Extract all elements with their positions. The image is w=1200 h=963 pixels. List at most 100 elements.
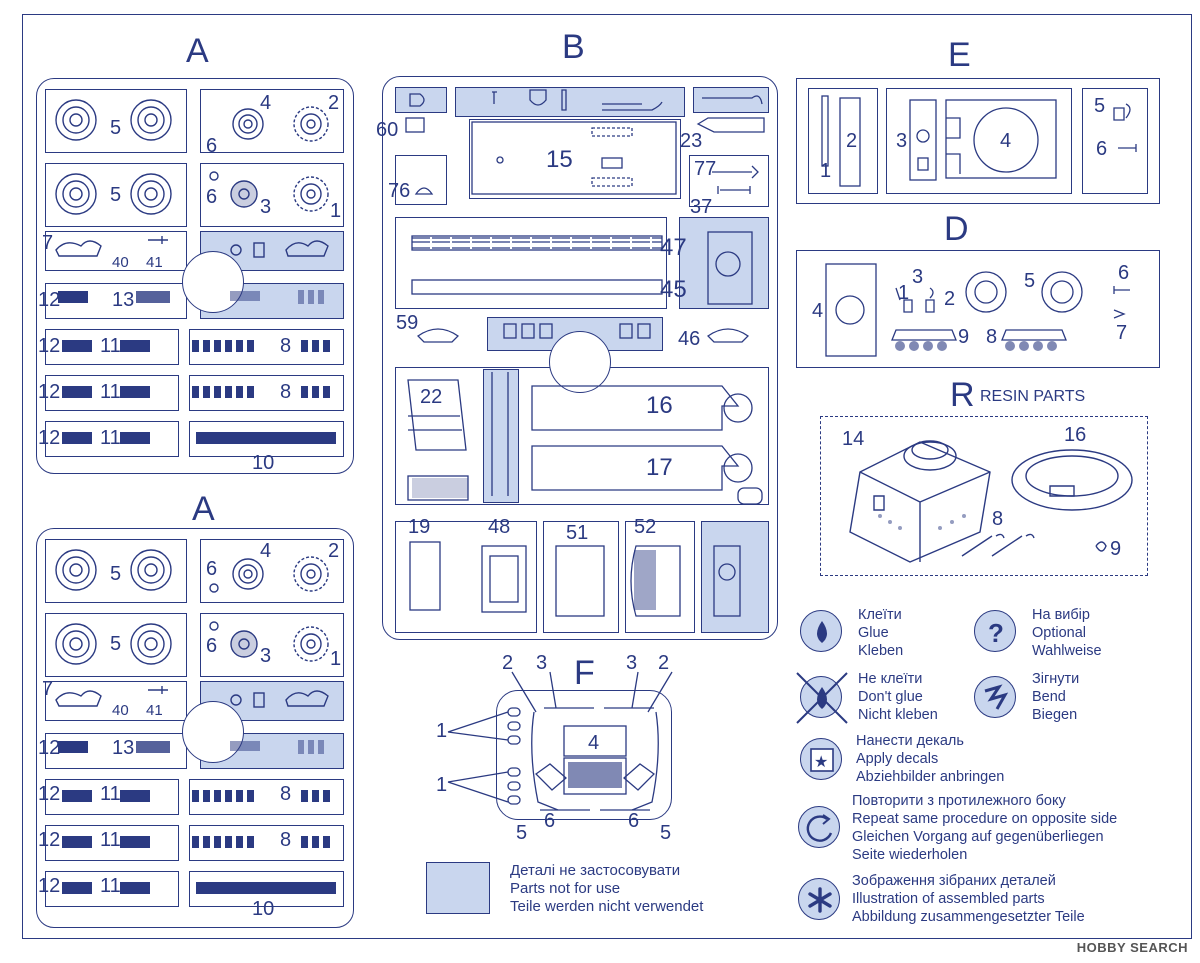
- sprue-a-top-hole: [182, 251, 244, 313]
- a1-label-8: 8: [280, 335, 292, 357]
- sprue-a-bottom: [36, 528, 354, 928]
- a2-label-10: 10: [252, 898, 275, 920]
- e-label-3: 3: [896, 130, 908, 152]
- a1-label-41: 41: [146, 254, 163, 271]
- b-cell-part-76: [395, 155, 447, 205]
- b-label-60: 60: [376, 119, 399, 141]
- b-cell-unused-tl: [395, 87, 447, 113]
- legend-assembled-ua: Зображення зібраних деталей: [852, 873, 1056, 889]
- legend-bend-ua: Зігнути: [1032, 671, 1080, 687]
- e-label-5: 5: [1094, 95, 1106, 117]
- legend-repeat-de1: Gleichen Vorgang auf gegenüberliegen: [852, 829, 1104, 845]
- glue-icon: [800, 610, 842, 652]
- a1-label-5: 5: [110, 117, 122, 139]
- legend-glue: Клеїти Glue Kleben: [858, 606, 903, 660]
- f-label-6-right: 6: [628, 810, 640, 832]
- f-label-1-bottom: 1: [436, 774, 448, 796]
- e-label-1: 1: [820, 160, 832, 182]
- legend-repeat-en: Repeat same procedure on opposite side: [852, 811, 1118, 827]
- d-label-1: 1: [898, 282, 910, 304]
- a2-label-12b: 12: [38, 783, 61, 805]
- b-label-59: 59: [396, 312, 419, 334]
- a1-label-12b: 12: [38, 335, 61, 357]
- svg-text:★: ★: [814, 752, 828, 771]
- a1-label-7: 7: [42, 232, 54, 254]
- not-for-use-swatch: [426, 862, 490, 914]
- legend-dont-glue-en: Don't glue: [858, 689, 923, 705]
- b-label-45: 45: [660, 276, 687, 303]
- legend-assembled-de: Abbildung zusammengesetzter Teile: [852, 909, 1085, 925]
- sprue-b-letter: B: [562, 28, 585, 66]
- a2-label-8: 8: [280, 783, 292, 805]
- resin-parts-caption: RESIN PARTS: [980, 388, 1086, 405]
- f-label-5-left: 5: [516, 822, 528, 844]
- a1-label-6b: 6: [206, 186, 218, 208]
- sprue-e-letter: E: [948, 36, 971, 74]
- a2-label-7: 7: [42, 678, 54, 700]
- e-label-4: 4: [1000, 130, 1012, 152]
- f-label-5-right: 5: [660, 822, 672, 844]
- a2-label-11c: 11: [100, 875, 121, 897]
- a2-label-41: 41: [146, 702, 163, 719]
- a1-label-12d: 12: [38, 427, 61, 449]
- legend-decals-de: Abziehbilder anbringen: [856, 769, 1005, 785]
- legend-repeat: Повторити з протилежного боку Repeat sam…: [852, 792, 1117, 864]
- sprue-a-bottom-parts: [55, 549, 336, 894]
- sprue-a-bottom-hole: [182, 701, 244, 763]
- a1-label-1: 1: [330, 200, 342, 222]
- r-label-8: 8: [992, 508, 1004, 530]
- a2-label-11: 11: [100, 783, 121, 805]
- legend-bend: Зігнути Bend Biegen: [1032, 670, 1079, 724]
- instruction-frame: [22, 14, 1192, 939]
- b-label-16: 16: [646, 392, 673, 419]
- e-cell-5-6: [1082, 88, 1148, 194]
- a1-label-5b: 5: [110, 184, 122, 206]
- d-label-5: 5: [1024, 270, 1036, 292]
- e-cell-3-4: [886, 88, 1072, 194]
- sprue-a-top-parts: [55, 99, 336, 444]
- f-label-2-left: 2: [502, 652, 514, 674]
- not-for-use-en: Parts not for use: [510, 880, 621, 897]
- legend-optional: На вибір Optional Wahlweise: [1032, 606, 1102, 660]
- legend-dont-glue-de: Nicht kleben: [858, 707, 938, 723]
- a1-label-2: 2: [328, 92, 340, 114]
- a2-label-5b: 5: [110, 633, 122, 655]
- a1-label-8b: 8: [280, 381, 292, 403]
- legend-assembled: Зображення зібраних деталей Illustration…: [852, 872, 1085, 926]
- b-cell-part-52: [625, 521, 695, 633]
- a2-label-6b: 6: [206, 635, 218, 657]
- sprue-f-letter: F: [574, 654, 595, 692]
- not-for-use-de: Teile werden nicht verwendet: [510, 898, 704, 915]
- f-label-2-right: 2: [658, 652, 670, 674]
- sprue-b-parts: [405, 89, 765, 617]
- a2-cell-parts-7-40-41: [45, 681, 187, 721]
- sprue-d-letter: D: [944, 210, 969, 248]
- b-label-19: 19: [408, 516, 431, 538]
- d-label-9: 9: [958, 326, 970, 348]
- d-label-8: 8: [986, 326, 998, 348]
- a2-cell-tracks-12-11c: [45, 871, 179, 907]
- b-cell-plates-16-17: [395, 367, 769, 505]
- a1-label-6: 6: [206, 135, 218, 157]
- a1-cell-parts-7-40-41: [45, 231, 187, 271]
- legend-dont-glue: Не клеїти Don't glue Nicht kleben: [858, 670, 938, 724]
- repeat-icon: [798, 806, 840, 848]
- a1-label-11b: 11: [100, 381, 121, 403]
- svg-text:?: ?: [988, 618, 1004, 648]
- a2-label-12: 12: [38, 737, 61, 759]
- a2-label-40: 40: [112, 702, 129, 719]
- b-cell-parts-19-48: [395, 521, 537, 633]
- legend-optional-ua: На вибір: [1032, 607, 1090, 623]
- legend-optional-de: Wahlweise: [1032, 643, 1102, 659]
- a2-label-8b: 8: [280, 829, 292, 851]
- d-label-2: 2: [944, 288, 956, 310]
- b-label-48: 48: [488, 516, 511, 538]
- a1-label-13: 13: [112, 289, 135, 311]
- a2-cell-sprockets-3-1: [200, 613, 344, 677]
- legend-glue-de: Kleben: [858, 643, 904, 659]
- b-cell-unused-tr: [693, 87, 769, 113]
- legend-repeat-ua: Повторити з протилежного боку: [852, 793, 1066, 809]
- legend-glue-en: Glue: [858, 625, 889, 641]
- sprue-b-hole: [549, 331, 611, 393]
- legend-repeat-de2: Seite wiederholen: [852, 847, 968, 863]
